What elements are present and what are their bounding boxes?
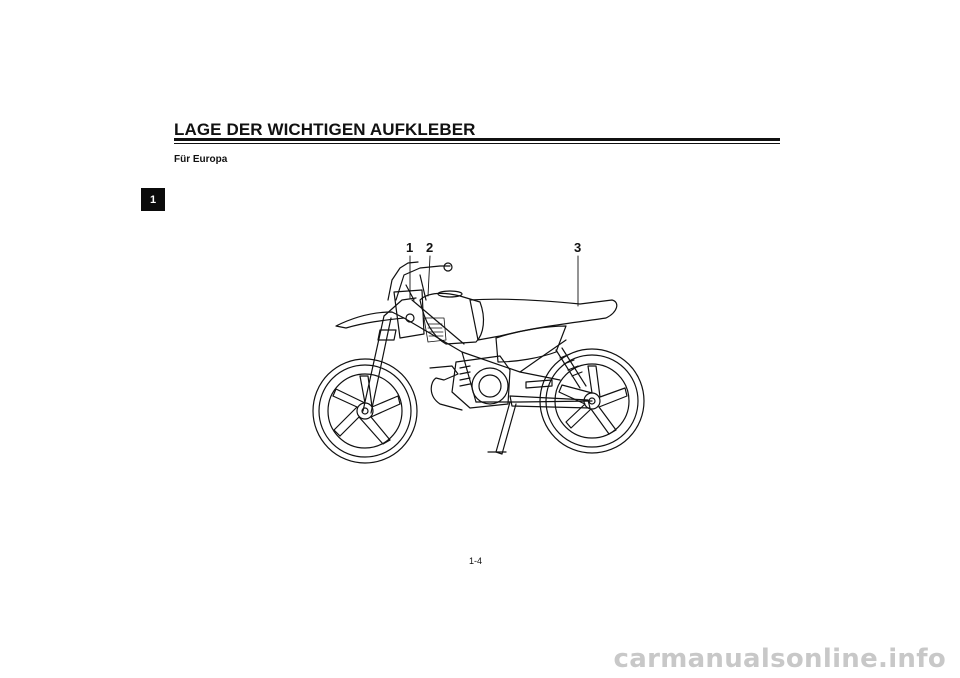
footpeg bbox=[525, 379, 553, 389]
plate-screw bbox=[405, 313, 415, 323]
rear-shock bbox=[555, 347, 587, 389]
swingarm bbox=[509, 395, 591, 409]
exhaust-pipe bbox=[429, 365, 463, 411]
title-underline-thick bbox=[174, 138, 780, 141]
title-underline-thin bbox=[174, 143, 780, 144]
callout-label-1: 1 bbox=[406, 240, 414, 255]
region-subtitle: Für Europa bbox=[174, 154, 228, 165]
engine bbox=[451, 355, 511, 409]
callout-label-3: 3 bbox=[574, 240, 582, 255]
front-wheel bbox=[312, 358, 418, 464]
front-fender bbox=[335, 311, 405, 329]
callout-leader-2 bbox=[427, 255, 431, 297]
front-fork bbox=[362, 261, 453, 414]
kickstand bbox=[495, 401, 517, 455]
page-title: LAGE DER WICHTIGEN AUFKLEBER bbox=[174, 120, 476, 139]
side-cover bbox=[495, 325, 567, 363]
number-plate bbox=[393, 289, 425, 339]
tank-label bbox=[423, 317, 447, 343]
watermark: carmanualsonline.info bbox=[613, 644, 946, 674]
motorcycle-illustration bbox=[312, 255, 645, 464]
seat bbox=[469, 298, 618, 341]
chapter-tab: 1 bbox=[141, 188, 165, 211]
chapter-number: 1 bbox=[149, 193, 157, 206]
callout-leaders bbox=[409, 255, 579, 307]
callout-label-2: 2 bbox=[426, 240, 434, 255]
page-number: 1-4 bbox=[469, 556, 483, 566]
